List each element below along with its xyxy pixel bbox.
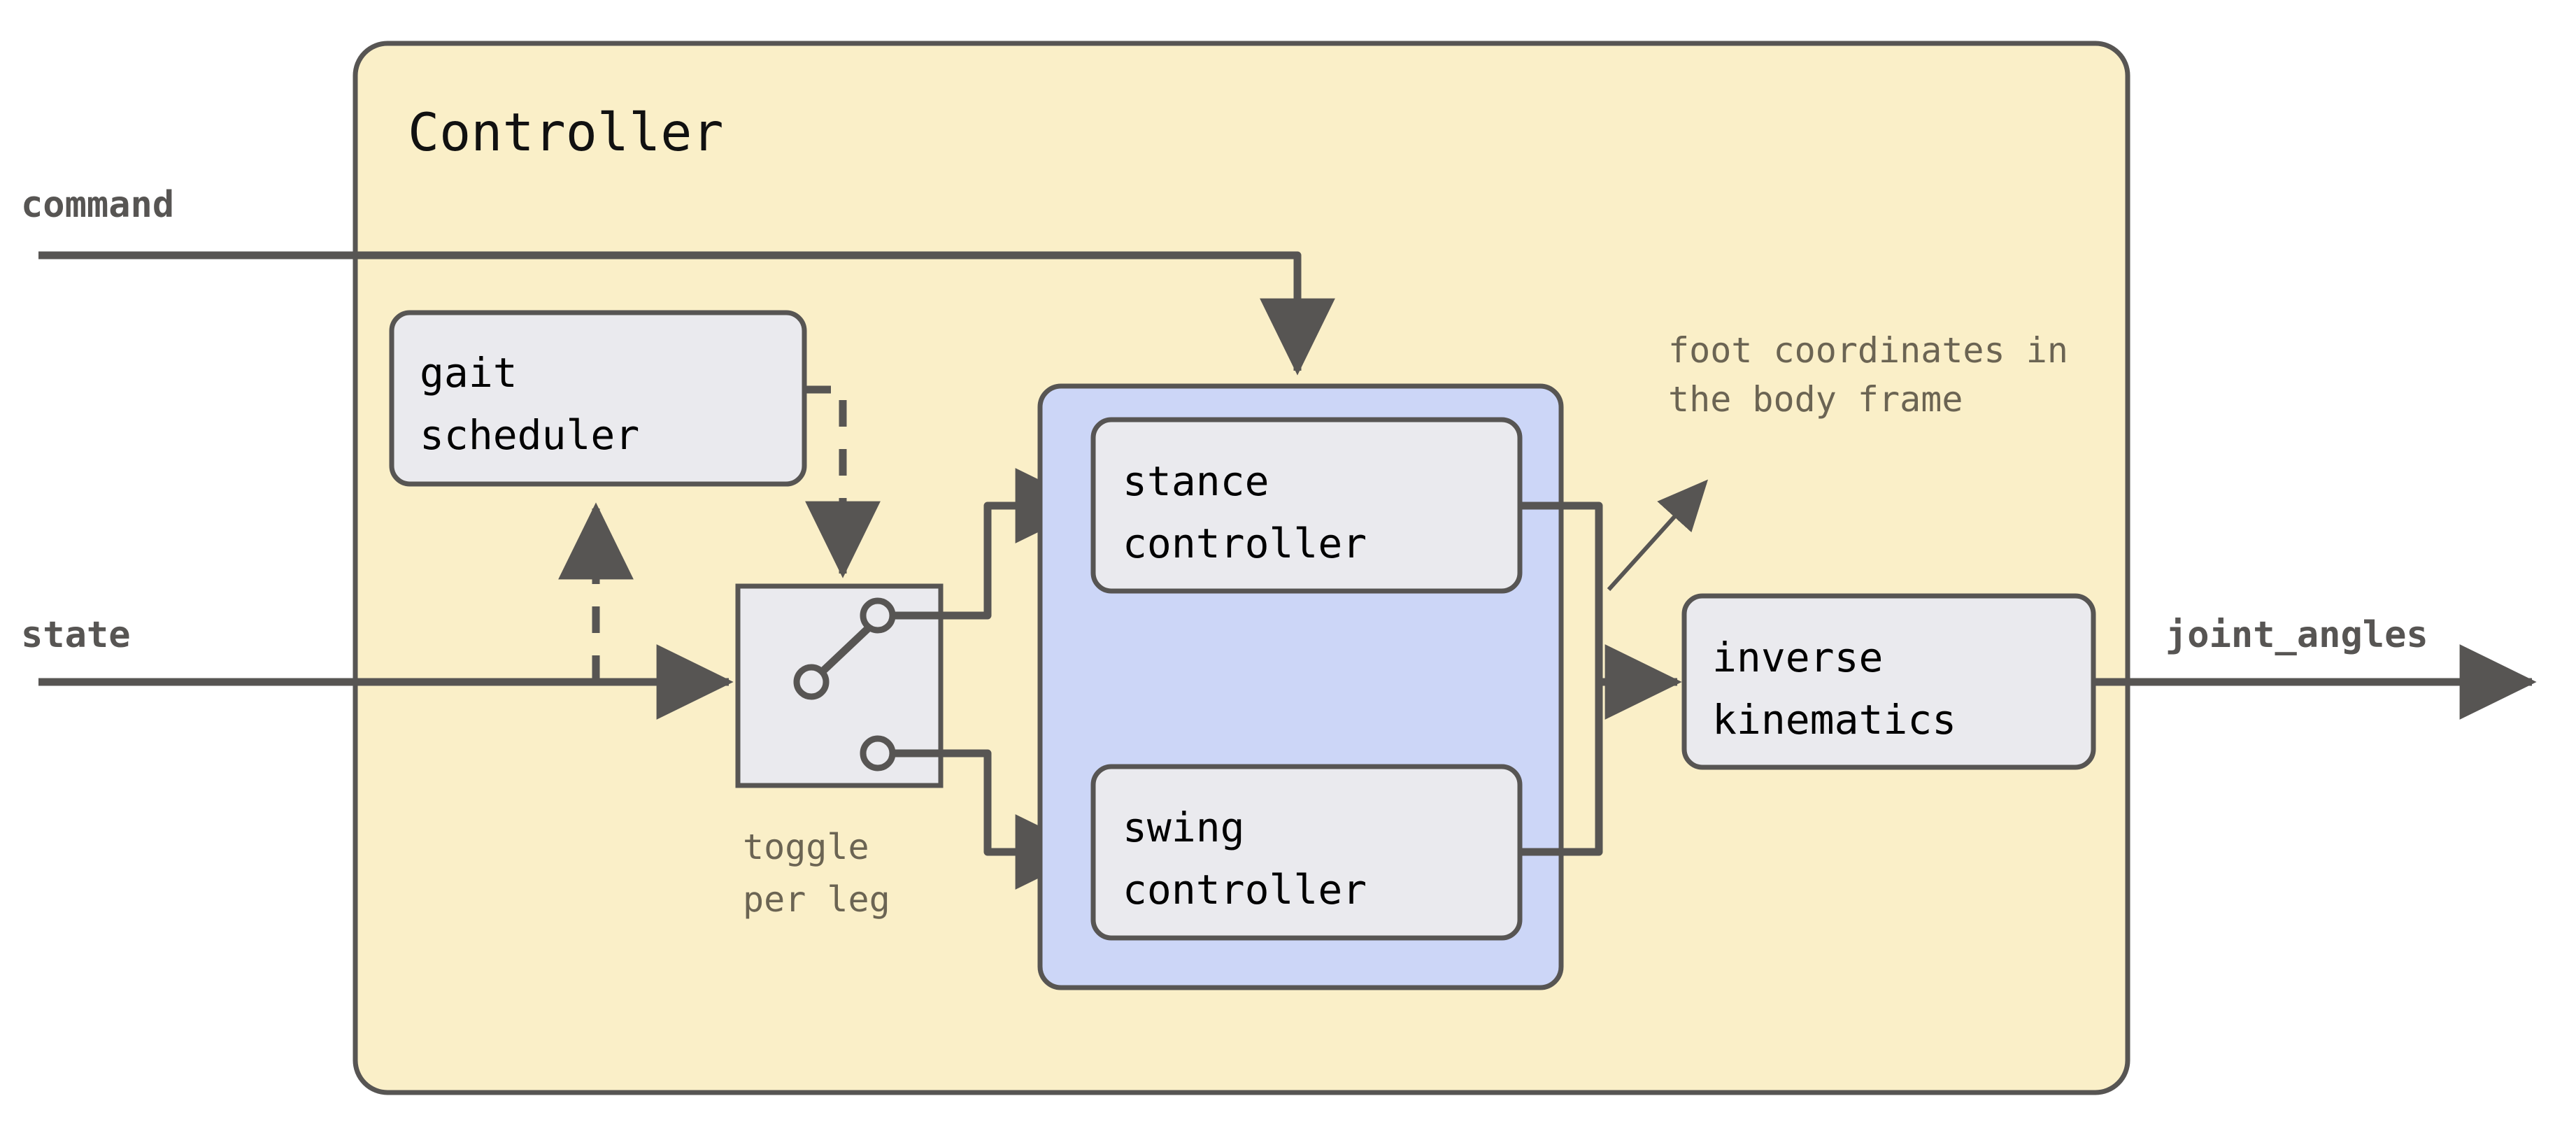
inverse-kinematics-label-line-1: inverse (1712, 634, 1883, 681)
command-port-label: command (21, 184, 174, 226)
foot-coordinates-note-line-1: foot coordinates in (1668, 330, 2068, 371)
foot-coordinates-pointer-icon (1607, 479, 1709, 592)
toggle-lower-contact[interactable] (860, 735, 896, 771)
toggle-pivot-contact[interactable] (793, 664, 830, 700)
swing-controller-label-line-1: swing (1123, 804, 1245, 851)
stance-controller-label-line-2: controller (1123, 520, 1367, 567)
swing-controller-label-line-2: controller (1123, 866, 1367, 913)
state-port-label: state (21, 614, 131, 656)
toggle-upper-contact[interactable] (860, 597, 896, 634)
joint-angles-port-label: joint_angles (2165, 614, 2428, 656)
inverse-kinematics-label-line-2: kinematics (1712, 696, 1956, 744)
gait-scheduler-label-line-2: scheduler (420, 411, 639, 459)
foot-coordinates-note-line-2: the body frame (1668, 379, 1963, 420)
toggle-caption-line-2: per leg (743, 879, 890, 920)
gait-scheduler-label-line-1: gait (420, 349, 518, 397)
stance-controller-label-line-1: stance (1123, 457, 1269, 505)
node-gait-scheduler[interactable] (389, 310, 807, 487)
edge-command-to-group (38, 251, 1335, 376)
controller-title: Controller (408, 101, 724, 163)
edge-stance-to-merge (1520, 502, 1603, 682)
edge-gait-scheduler-to-toggle (804, 385, 881, 578)
toggle-caption-line-1: toggle (743, 827, 869, 867)
edge-swing-to-merge (1520, 682, 1603, 856)
